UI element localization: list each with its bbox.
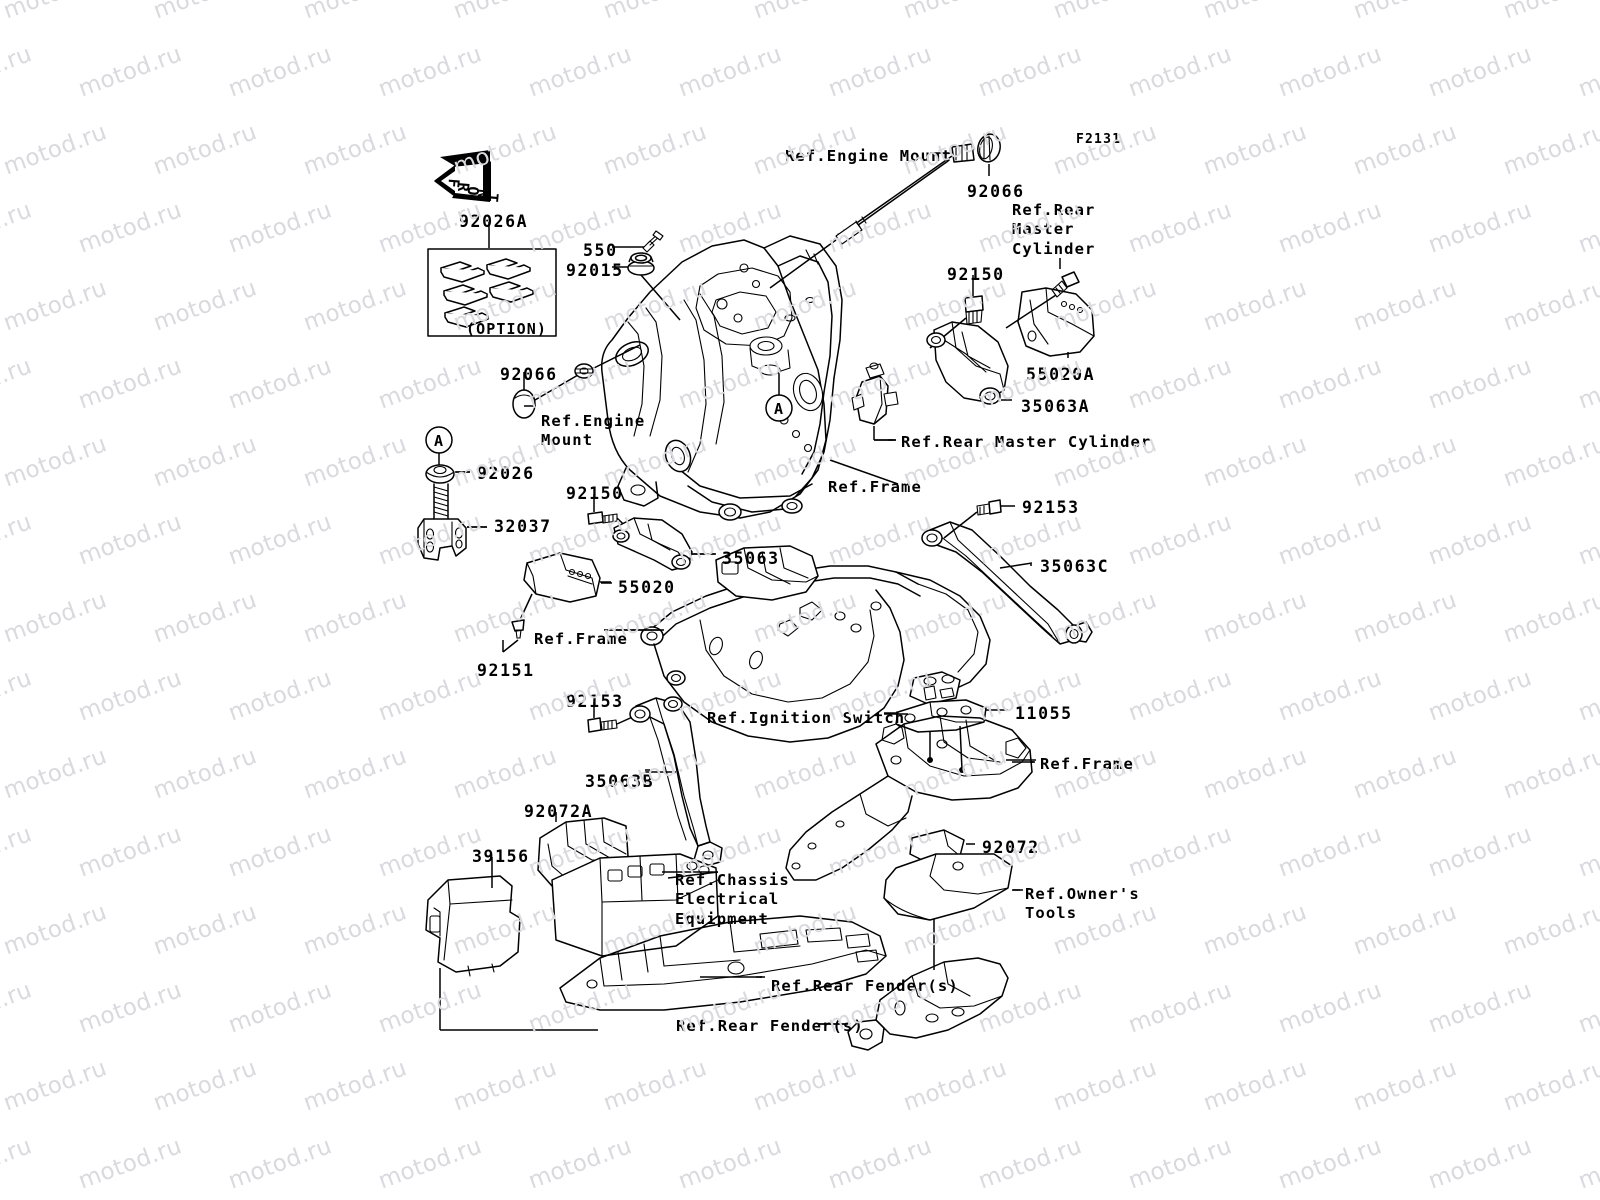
part-550-pin [612,230,664,253]
part-92026-washer [425,464,470,484]
part-number-label: 92026 [477,464,535,483]
part-number-label: 92151 [477,661,535,680]
part-number-label: 32037 [494,517,552,536]
rear-fender-lower [559,915,887,1011]
part-number-label: 92072A [524,802,594,821]
part-number-label: 92026A [459,212,529,231]
part-number-label: 92015 [566,261,624,280]
part-35063a-bracket [926,321,1012,405]
part-number-label: 55020A [1026,365,1096,384]
part-number-label: 35063C [1040,557,1110,576]
part-number-label: 92150 [947,265,1005,284]
part-number-label: 35063B [585,772,655,791]
part-number-label: 92150 [566,484,624,503]
reference-label: Ref.Rear Fender(s) [771,977,959,995]
part-92151-screw [502,619,525,653]
svg-text:R: R [454,182,473,194]
part-92015-nut [612,252,681,321]
reference-label: Ref.Rear Fender(s) [676,1017,864,1035]
part-35063c-bracket [921,521,1093,645]
owners-tools-pouch [883,853,1023,921]
section-mark-a-left-label: A [434,432,444,450]
part-number-label: 92153 [1022,498,1080,517]
option-note: (OPTION) [466,320,548,338]
part-number-label: 55020 [618,578,676,597]
part-number-label: 92153 [566,692,624,711]
part-number-label: 550 [583,241,618,260]
svg-text:N: N [473,188,492,199]
diagram-code: F2131 [1076,132,1122,147]
part-number-label: 92072 [982,838,1040,857]
engine-mount-bolt [769,143,975,289]
part-55020-guard [519,552,611,621]
reference-label: Ref.Chassis Electrical Equipment [675,871,790,928]
svg-text:O: O [464,186,483,197]
part-55020a-guard [1005,258,1095,358]
part-92066-cap-top [977,133,1001,176]
part-32037-bracket [417,483,487,561]
part-number-label: 11055 [1015,704,1073,723]
part-92066-plug-left [512,344,641,419]
svg-text:T: T [483,192,502,203]
part-number-label: 92066 [500,365,558,384]
front-arrow-icon: F R O N T [434,150,502,203]
rear-master-cylinder-part [851,362,899,441]
reference-label: Ref.Frame [828,478,922,496]
part-number-label: 92066 [967,182,1025,201]
sub-frame-assembly [604,545,991,743]
part-number-label: 39156 [472,847,530,866]
part-35063-bracket [612,517,715,571]
part-number-label: 35063 [722,549,780,568]
svg-text:F: F [444,178,463,189]
reference-label: Ref.Rear Master Cylinder [1012,201,1096,258]
reference-label: Ref.Owner's Tools [1025,885,1140,923]
rear-frame-tail [785,715,1035,881]
reference-label: Ref.Engine Mount [541,412,646,450]
part-number-label: 35063A [1021,397,1091,416]
option-clip-box [427,248,557,337]
reference-label: Ref.Frame [1040,755,1134,773]
part-35063b-bracket [629,696,723,867]
reference-label: Ref.Engine Mount [785,147,952,165]
part-92153-bolt-right [943,499,1015,539]
section-mark-a-left [425,426,453,466]
main-frame-assembly [600,235,843,521]
reference-label: Ref.Ignition Switch [707,709,906,727]
reference-label: Ref.Frame [534,630,628,648]
part-39156-plate [425,857,598,1031]
ignition-switch-part [884,671,961,763]
section-mark-a-frame-label: A [774,400,784,418]
reference-label: Ref.Rear Master Cylinder [901,433,1152,451]
label-leaders [456,405,1036,1025]
section-mark-a-frame [765,368,793,422]
chassis-electrical-box [551,853,719,957]
